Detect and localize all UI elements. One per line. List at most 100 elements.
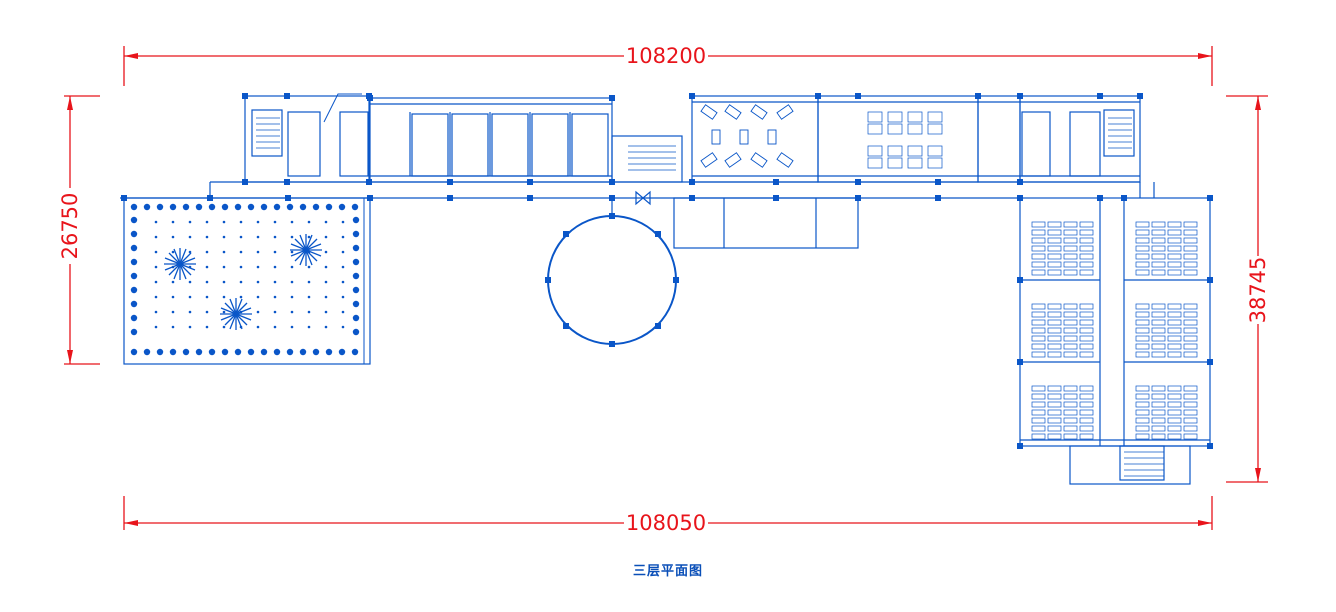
desk <box>887 157 903 169</box>
shrub-marker <box>256 235 260 239</box>
column-marker <box>689 93 695 99</box>
desk <box>1031 303 1046 310</box>
desk <box>1183 351 1198 358</box>
desk <box>1047 433 1062 440</box>
shrub-marker <box>130 272 138 280</box>
shrub-marker <box>256 295 260 299</box>
column-marker <box>1207 195 1213 201</box>
desk <box>1135 229 1150 236</box>
shrub-marker <box>286 348 294 356</box>
desk <box>907 123 923 135</box>
column-marker <box>655 323 661 329</box>
desk <box>1079 327 1094 334</box>
desk <box>1079 433 1094 440</box>
desk <box>1079 237 1094 244</box>
shrub-marker <box>222 235 226 239</box>
desk <box>1183 409 1198 416</box>
desk <box>867 145 883 157</box>
shrub-marker <box>205 310 209 314</box>
desk <box>1135 245 1150 252</box>
column-marker <box>935 179 941 185</box>
shrub-marker <box>221 348 229 356</box>
shrub-marker <box>182 348 190 356</box>
shrub-marker <box>169 203 177 211</box>
desk <box>1079 425 1094 432</box>
desk <box>1031 409 1046 416</box>
column-marker <box>1137 93 1143 99</box>
desk <box>1063 303 1078 310</box>
shrub-marker <box>341 235 345 239</box>
desk <box>1183 433 1198 440</box>
desk <box>1135 401 1150 408</box>
desk <box>1151 327 1166 334</box>
desk <box>1031 393 1046 400</box>
column-marker <box>545 277 551 283</box>
desk <box>1167 409 1182 416</box>
shrub-marker <box>307 220 311 224</box>
desk <box>1031 343 1046 350</box>
column-marker <box>1017 179 1023 185</box>
desk <box>867 123 883 135</box>
shrub-marker <box>222 325 226 329</box>
desk <box>1047 245 1062 252</box>
desk <box>1063 229 1078 236</box>
desk <box>1063 221 1078 228</box>
desk <box>1047 417 1062 424</box>
shrub-marker <box>171 280 175 284</box>
shrub-marker <box>169 348 177 356</box>
desk <box>1047 335 1062 342</box>
shrub-marker <box>341 280 345 284</box>
desk <box>1151 351 1166 358</box>
shrub-marker <box>325 203 333 211</box>
shrub-marker <box>154 325 158 329</box>
shrub-marker <box>182 203 190 211</box>
desk <box>1135 237 1150 244</box>
dimension-right-height: 38745 <box>1246 257 1270 324</box>
column-marker <box>563 231 569 237</box>
shrub-marker <box>352 244 360 252</box>
desk <box>1167 245 1182 252</box>
shrub-marker <box>156 348 164 356</box>
desk <box>1183 343 1198 350</box>
dimension-left-height: 26750 <box>58 193 82 260</box>
garden-trees <box>164 234 322 330</box>
shrub-marker <box>307 235 311 239</box>
desk <box>1031 261 1046 268</box>
desk <box>1151 319 1166 326</box>
shrub-marker <box>195 203 203 211</box>
shrub-marker <box>324 250 328 254</box>
shrub-marker <box>234 203 242 211</box>
desk <box>1167 385 1182 392</box>
shrub-marker <box>239 220 243 224</box>
shrub-marker <box>260 348 268 356</box>
desk <box>1135 221 1150 228</box>
shrub-marker <box>130 286 138 294</box>
shrub-marker <box>312 348 320 356</box>
desk <box>927 145 943 157</box>
shrub-marker <box>341 325 345 329</box>
shrub-marker <box>171 310 175 314</box>
shrub-marker <box>130 300 138 308</box>
desk <box>1151 425 1166 432</box>
dimension-arrows <box>67 53 1261 526</box>
desk <box>1135 269 1150 276</box>
column-marker <box>689 179 695 185</box>
shrub-marker <box>208 203 216 211</box>
desk <box>1031 245 1046 252</box>
dimension-bottom-width: 108050 <box>626 511 706 535</box>
shrub-marker <box>188 295 192 299</box>
shrub-marker <box>239 280 243 284</box>
shrub-marker <box>154 295 158 299</box>
desk <box>1031 237 1046 244</box>
shrub-marker <box>273 310 277 314</box>
shrub-marker <box>247 203 255 211</box>
desk <box>1063 343 1078 350</box>
desk <box>927 157 943 169</box>
desk <box>1047 343 1062 350</box>
shrub-marker <box>256 265 260 269</box>
desk <box>1031 433 1046 440</box>
desk <box>1167 229 1182 236</box>
shrub-marker <box>154 280 158 284</box>
desk <box>1135 327 1150 334</box>
column-marker <box>366 179 372 185</box>
